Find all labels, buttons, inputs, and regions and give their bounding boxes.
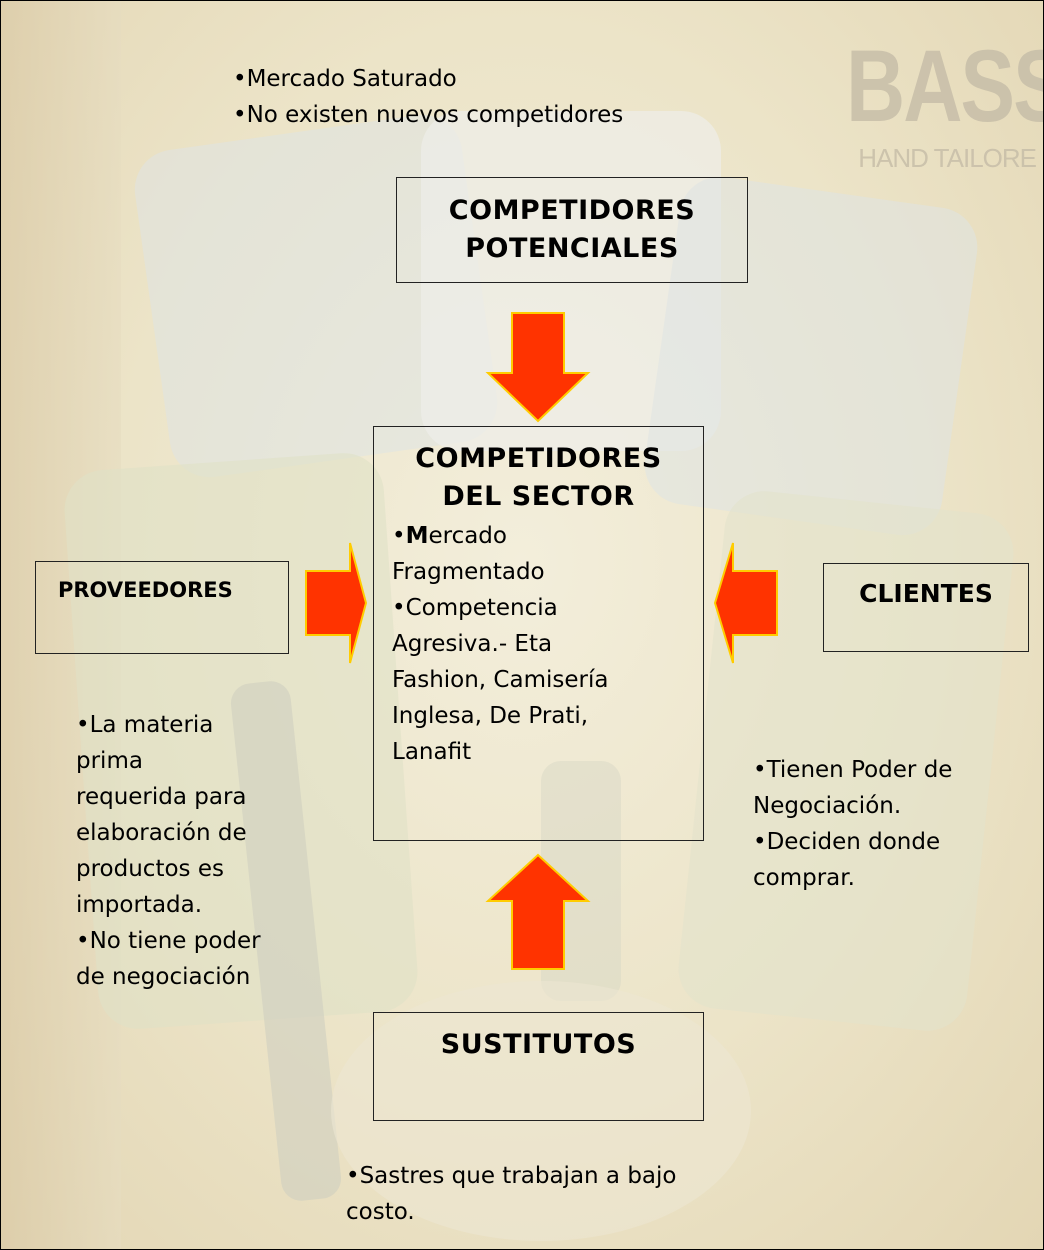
list-text: ercado: [428, 523, 507, 549]
industry-competitors-list: •Mercado Fragmentado •Competencia Agresi…: [392, 518, 703, 770]
box-title-line: POTENCIALES: [465, 233, 679, 264]
note-line: •No existen nuevos competidores: [233, 102, 624, 128]
bullet-mark: •: [392, 523, 406, 549]
right-arrow: [305, 542, 368, 664]
note-line: •Sastres que trabajan a bajo: [346, 1163, 677, 1189]
potential-competitors-notes: •Mercado Saturado •No existen nuevos com…: [233, 61, 623, 133]
list-item: •Mercado: [392, 518, 703, 554]
note-line: de negociación: [76, 964, 251, 990]
bassil-logo: BASSIL HAND TAILORE: [846, 29, 1043, 173]
note-line: •No tiene poder: [76, 928, 261, 954]
note-line: Negociación.: [753, 793, 902, 819]
box-title: PROVEEDORES: [58, 578, 233, 602]
customers-notes: •Tienen Poder de Negociación. •Deciden d…: [753, 752, 1013, 896]
potential-competitors-box: COMPETIDORES POTENCIALES: [396, 177, 748, 283]
note-line: •Tienen Poder de: [753, 757, 953, 783]
note-line: elaboración de: [76, 820, 247, 846]
left-arrow: [713, 542, 778, 664]
bold-initial: M: [405, 523, 429, 549]
note-line: •La materia: [76, 712, 214, 738]
note-line: productos es: [76, 856, 224, 882]
note-line: prima: [76, 748, 143, 774]
logo-main-text: BASSIL: [846, 29, 1043, 144]
note-line: costo.: [346, 1199, 415, 1225]
list-item: Fragmentado: [392, 559, 545, 585]
note-line: importada.: [76, 892, 203, 918]
box-title: SUSTITUTOS: [440, 1029, 637, 1060]
list-item: Lanafit: [392, 739, 472, 765]
list-item: Inglesa, De Prati,: [392, 703, 589, 729]
note-line: •Deciden donde: [753, 829, 941, 855]
list-item: Fashion, Camisería: [392, 667, 609, 693]
logo-sub-text: HAND TAILORE: [858, 143, 1037, 173]
box-title-line: COMPETIDORES: [415, 443, 662, 474]
customers-box: CLIENTES: [823, 563, 1029, 652]
note-line: requerida para: [76, 784, 247, 810]
suppliers-box: PROVEEDORES: [35, 561, 289, 654]
list-item: Agresiva.- Eta: [392, 631, 553, 657]
industry-competitors-box: COMPETIDORES DEL SECTOR •Mercado Fragmen…: [373, 426, 704, 841]
list-item: •Competencia: [392, 595, 558, 621]
substitutes-notes: •Sastres que trabajan a bajo costo.: [346, 1158, 746, 1230]
box-title-line: COMPETIDORES: [448, 195, 696, 226]
note-line: •Mercado Saturado: [233, 66, 457, 92]
note-line: comprar.: [753, 865, 855, 891]
box-title: CLIENTES: [859, 579, 993, 608]
box-title-line: DEL SECTOR: [442, 481, 635, 512]
suppliers-notes: •La materia prima requerida para elabora…: [76, 707, 306, 995]
down-arrow: [485, 312, 591, 423]
up-arrow: [485, 853, 591, 970]
substitutes-box: SUSTITUTOS: [373, 1012, 704, 1121]
